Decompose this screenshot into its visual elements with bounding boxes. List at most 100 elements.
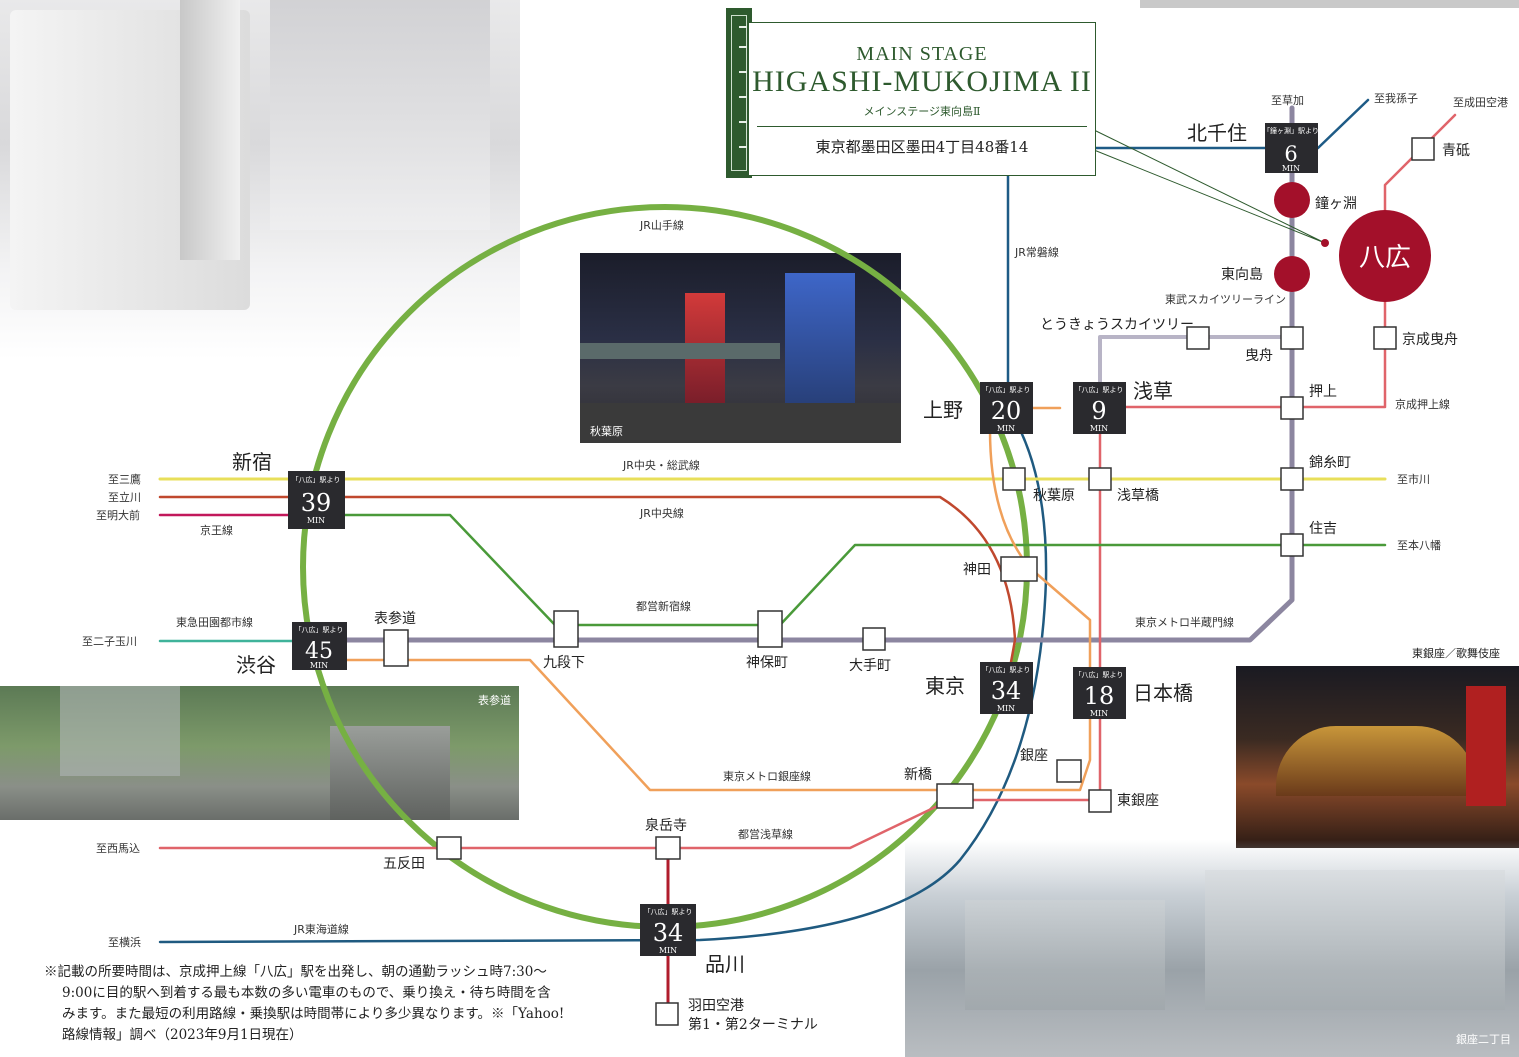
badge-asakusa-min: 9 xyxy=(1091,397,1106,425)
label-otemachi: 大手町 xyxy=(849,658,891,674)
property-title-en-2: HIGASHI-MUKOJIMA II xyxy=(752,65,1092,98)
badge-shibuya xyxy=(292,622,347,670)
dir-mitaka: 至三鷹 xyxy=(108,472,141,486)
aoto-box xyxy=(1411,137,1435,161)
label-chuo: JR中央線 xyxy=(639,506,684,520)
badge-kitasenju-unit: MIN xyxy=(1282,164,1300,173)
kabukiza-photo xyxy=(1236,666,1519,848)
label-gotanda: 五反田 xyxy=(383,856,425,872)
dir-meidaimae: 至明大前 xyxy=(96,508,140,522)
badge-nihombashi xyxy=(1073,667,1126,719)
sengakuji-box xyxy=(655,836,681,860)
dir-ichikawa: 至市川 xyxy=(1397,472,1430,486)
badge-tokyo-unit: MIN xyxy=(997,704,1015,713)
badge-nihombashi-unit: MIN xyxy=(1090,709,1108,718)
label-higashiginza: 東銀座 xyxy=(1117,793,1159,809)
otemachi-box xyxy=(862,627,886,651)
hub-badges xyxy=(288,123,1318,956)
akihabara-photo: 秋葉原 xyxy=(580,253,901,443)
sumiyoshi-box xyxy=(1280,533,1304,557)
ginza-box xyxy=(1056,759,1082,783)
label-tokyo: 東京 xyxy=(925,674,965,698)
dir-abiko: 至我孫子 xyxy=(1374,92,1418,105)
dir-soka: 至草加 xyxy=(1271,94,1304,107)
property-title-en-1: MAIN STAGE xyxy=(856,43,988,65)
badge-ueno-min: 20 xyxy=(991,397,1022,425)
badge-ueno-header: 「八広」駅より xyxy=(982,385,1031,394)
label-haneda-2: 第1・第2ターミナル xyxy=(688,1016,818,1033)
badge-shinagawa-min: 34 xyxy=(653,919,684,947)
kudanshita-box xyxy=(553,610,579,648)
joban-to-tokaido xyxy=(158,406,1048,944)
kanda-box xyxy=(1000,556,1038,582)
label-tokaido: JR東海道線 xyxy=(293,922,349,936)
label-omotesando: 表参道 xyxy=(374,610,416,627)
label-shimbashi: 新橋 xyxy=(904,767,932,783)
label-hikifune: 曳舟 xyxy=(1245,348,1273,364)
badge-asakusa-unit: MIN xyxy=(1090,424,1108,433)
skytree-branch xyxy=(1098,335,1294,397)
badge-kitasenju-min: 6 xyxy=(1284,142,1297,166)
shimbashi-box xyxy=(936,783,974,809)
badge-shinjuku xyxy=(288,471,345,529)
dir-narita: 至成田空港 xyxy=(1453,95,1508,109)
property-title-ja: メインステージ東向島Ⅱ xyxy=(863,105,981,118)
label-asakusabashi: 浅草橋 xyxy=(1117,488,1159,504)
badge-ueno xyxy=(980,382,1033,434)
label-shinagawa: 品川 xyxy=(705,952,745,976)
label-tokyo-skytree: とうきょうスカイツリー xyxy=(1040,317,1194,333)
omotesando-box xyxy=(383,629,409,667)
label-sengakuji: 泉岳寺 xyxy=(645,817,687,834)
badge-shinjuku-unit: MIN xyxy=(307,516,325,525)
label-kinshicho: 錦糸町 xyxy=(1309,454,1351,471)
brand-logo-strip xyxy=(726,8,752,178)
kinshicho-box xyxy=(1280,467,1304,491)
top-right-photo xyxy=(1140,0,1519,8)
label-higashimukojima: 東向島 xyxy=(1221,267,1263,283)
badge-shinjuku-header: 「八広」駅より xyxy=(292,475,341,484)
tobu-line xyxy=(327,105,1295,643)
badge-nihombashi-min: 18 xyxy=(1084,682,1115,710)
footnote-line-3: みます。また最短の利用路線・乗換駅は時間帯により多少異なります。※「Yahoo! xyxy=(62,1006,565,1022)
badge-tokyo xyxy=(980,662,1033,714)
label-hanzomon: 東京メトロ半蔵門線 xyxy=(1135,615,1234,629)
badge-shinjuku-min: 39 xyxy=(301,489,332,517)
gotanda-box xyxy=(436,836,462,860)
badge-kitasenju xyxy=(1265,123,1318,173)
kanegafuchi-circle xyxy=(1274,182,1310,218)
label-ginza-line: 東京メトロ銀座線 xyxy=(723,769,811,783)
label-yamanote: JR山手線 xyxy=(639,218,684,232)
dir-nishimagome: 至西馬込 xyxy=(96,842,140,855)
badge-shibuya-min: 45 xyxy=(305,639,333,664)
label-den-en-toshi: 東急田園都市線 xyxy=(176,615,253,629)
higashimukojima-circle xyxy=(1274,256,1310,292)
label-asakusa: 浅草 xyxy=(1133,379,1173,403)
badge-tokyo-min: 34 xyxy=(991,677,1022,705)
badge-nihombashi-header: 「八広」駅より xyxy=(1075,670,1124,679)
leader-line xyxy=(1093,129,1326,244)
oshiage-box xyxy=(1280,396,1304,420)
label-ginza: 銀座 xyxy=(1020,748,1048,764)
label-kitasenju: 北千住 xyxy=(1187,121,1247,145)
property-address: 東京都墨田区墨田4丁目48番14 xyxy=(815,138,1029,156)
dir-motoyawata: 至本八幡 xyxy=(1397,538,1441,552)
badge-shinagawa-unit: MIN xyxy=(659,946,677,955)
badge-asakusa-header: 「八広」駅より xyxy=(1075,385,1124,394)
badge-asakusa xyxy=(1073,382,1126,434)
label-chuo-sobu: JR中央・総武線 xyxy=(622,458,700,472)
dir-futakotamagawa: 至二子玉川 xyxy=(82,635,137,648)
label-nihombashi: 日本橋 xyxy=(1133,681,1193,705)
footnote-line-1: ※記載の所要時間は、京成押上線「八広」駅を出発し、朝の通勤ラッシュ時7:30〜 xyxy=(44,964,547,980)
origin-dot xyxy=(1321,239,1329,247)
label-keisei-hikifune: 京成曳舟 xyxy=(1402,332,1458,348)
label-haneda-1: 羽田空港 xyxy=(688,998,744,1014)
omotesando-caption: 表参道 xyxy=(478,694,511,707)
badge-ueno-unit: MIN xyxy=(997,424,1015,433)
badge-shinagawa-header: 「八広」駅より xyxy=(644,907,693,916)
jimbocho-box xyxy=(757,610,783,648)
ginza-line xyxy=(328,406,1092,792)
dir-yokohama: 至横浜 xyxy=(108,935,141,949)
label-kanegafuchi: 鐘ヶ淵 xyxy=(1315,195,1357,212)
toei-shinjuku-line xyxy=(318,513,1387,627)
